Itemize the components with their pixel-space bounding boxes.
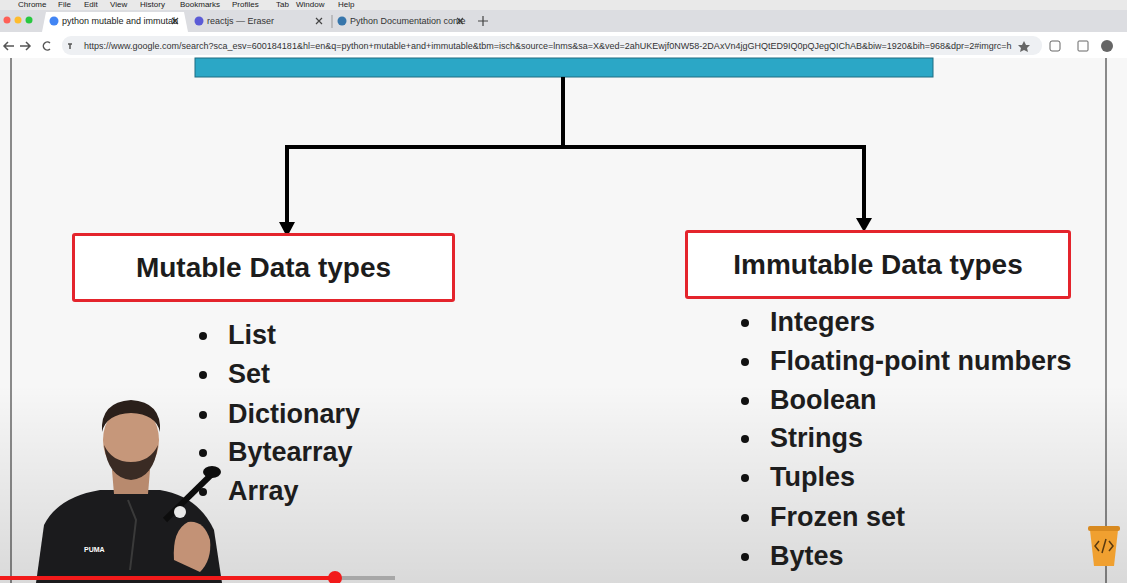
list-item: Set [228,359,270,390]
branch-lines [285,77,866,224]
list-item: Boolean [770,385,877,416]
list-item: Frozen set [770,502,905,533]
toolbar [0,32,1127,58]
tab-icon [50,17,59,26]
menu-item: Bookmarks [180,0,220,9]
list-item: Integers [770,307,875,338]
box-heading: Mutable Data types [136,252,391,284]
list-item: Tuples [770,462,855,493]
tab-strip [0,10,1127,32]
menu-item: Window [296,0,324,9]
tab-title: reactjs — Eraser [207,16,274,26]
tab-divider [332,15,333,28]
list-item: Floating-point numbers [770,346,1071,377]
menu-item: Tab [276,0,289,9]
brand-text: PUMA [84,546,105,554]
list-item: Array [228,476,299,507]
progress-knob [328,571,342,583]
category-box: Mutable Data types [72,233,455,302]
menu-item: Edit [84,0,98,9]
list-item: Strings [770,423,863,454]
menu-item: File [58,0,71,9]
tab-close-icons [172,16,488,26]
active-tab [42,12,188,32]
tab-title: Python Documentation conte [350,16,466,26]
channel-logo [1088,526,1120,566]
progress-bar [0,576,335,580]
list-item: List [228,320,276,351]
tab-icon [338,17,347,26]
tab-title: python mutable and immutab [62,16,178,26]
page-ground [0,58,1127,583]
list-item: Dictionary [228,399,360,430]
menu-bar [0,0,1127,10]
nav-icons [4,42,72,50]
presenter [36,400,222,583]
menu-item: Profiles [232,0,259,9]
list-item: Bytearray [228,437,353,468]
list-item: Bytes [770,541,844,572]
toolbar-icons [1018,40,1113,52]
bottom-shade [0,385,1127,583]
menu-item: Chrome [18,0,46,9]
box-heading: Immutable Data types [733,249,1022,281]
menu-item: Help [338,0,354,9]
menu-item: View [110,0,127,9]
window-button [15,17,22,24]
root-box [195,58,933,77]
window-button [4,17,11,24]
tab-icon [195,17,204,26]
address-bar [62,36,1042,55]
menu-item: History [140,0,165,9]
category-box: Immutable Data types [685,230,1071,299]
url-text: https://www.google.com/search?sca_esv=60… [84,41,1012,51]
window-button [26,17,33,24]
